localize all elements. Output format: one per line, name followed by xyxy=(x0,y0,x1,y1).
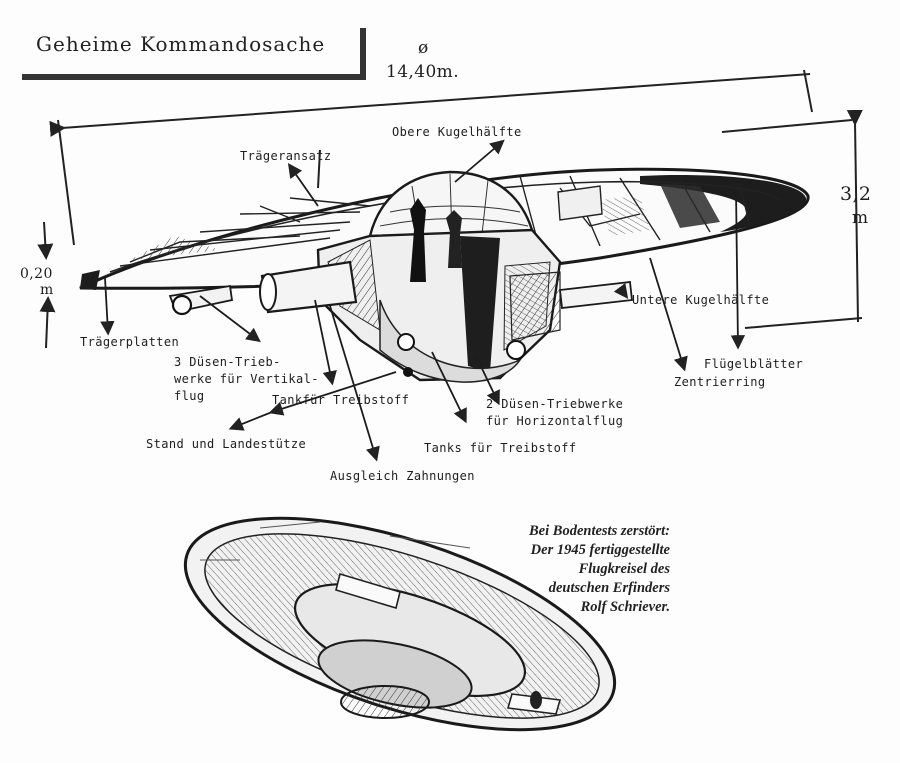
caption-line-4: deutschen Erfinders xyxy=(548,580,670,596)
craft-perspective xyxy=(183,516,617,732)
rim-label: 0,20 xyxy=(20,266,53,282)
diameter-symbol: ø xyxy=(418,38,429,58)
label-duesen-vertikal-line1: 3 Düsen-Trieb- xyxy=(174,355,281,369)
label-duesen-horizontal: 2 Düsen-Triebwerke für Horizontalflug xyxy=(486,396,623,430)
label-traegeransatz: Trägeransatz xyxy=(240,149,332,163)
label-duesen-vertikal: 3 Düsen-Trieb- werke für Vertikal- flug xyxy=(174,354,319,405)
label-stand-landestuetze: Stand und Landestütze xyxy=(146,437,307,451)
label-obere-kugelhaelfte: Obere Kugelhälfte xyxy=(392,125,522,139)
label-duesen-horizontal-line1: 2 Düsen-Triebwerke xyxy=(486,397,624,411)
craft-cutaway xyxy=(79,167,810,383)
label-duesen-vertikal-line2: werke für Vertikal- xyxy=(174,372,319,386)
caption-line-2: Der 1945 fertiggestellte xyxy=(530,542,670,558)
label-tank-treibstoff: Tankfür Treibstoff xyxy=(272,393,410,407)
label-ausgleich-zahnungen: Ausgleich Zahnungen xyxy=(330,469,475,483)
title-stamp: Geheime Kommandosache xyxy=(36,32,326,56)
height-unit: m xyxy=(852,208,869,228)
diameter-label: 14,40m. xyxy=(386,62,459,82)
label-tanks-treibstoff: Tanks für Treibstoff xyxy=(424,441,577,455)
caption-line-1: Bei Bodentests zerstört: xyxy=(529,523,670,539)
photo-caption: Bei Bodentests zerstört: Der 1945 fertig… xyxy=(440,522,670,617)
rim-unit: m xyxy=(40,282,54,298)
label-duesen-horizontal-line2: für Horizontalflug xyxy=(486,414,624,428)
title-frame xyxy=(22,28,366,80)
label-fluegelblaetter: Flügelblätter xyxy=(704,357,804,371)
caption-line-5: Rolf Schriever. xyxy=(580,599,670,615)
label-duesen-vertikal-line3: flug xyxy=(174,389,205,403)
label-zentrierring: Zentrierring xyxy=(674,375,766,389)
caption-line-3: Flugkreisel des xyxy=(578,561,670,577)
dimension-lines xyxy=(37,69,863,349)
leader-lines xyxy=(100,139,746,462)
height-label: 3,2 xyxy=(840,183,872,205)
label-traegerplatten: Trägerplatten xyxy=(80,335,180,349)
label-untere-kugelhaelfte: Untere Kugelhälfte xyxy=(632,293,770,307)
